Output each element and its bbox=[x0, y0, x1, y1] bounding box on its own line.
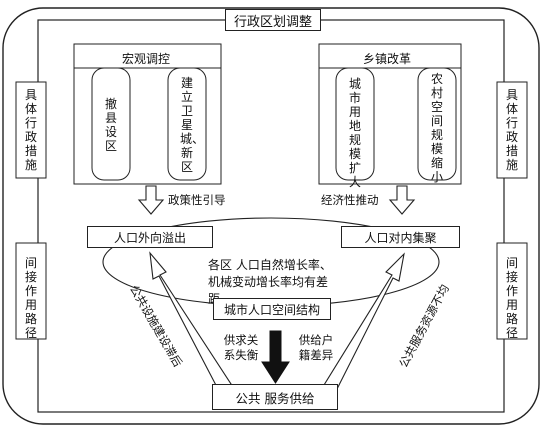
outer-frame bbox=[2, 7, 540, 425]
left-bottom-side-label: 间接作用路径 bbox=[24, 256, 37, 340]
macro-left-label: 撤县设区 bbox=[104, 97, 117, 153]
right-bottom-side-label: 间接作用路径 bbox=[505, 256, 518, 340]
outflow-box: 人口外向溢出 bbox=[87, 226, 213, 248]
macro-right-label: 建立卫星城、新区 bbox=[180, 76, 205, 174]
policy-guidance-label: 政策性引导 bbox=[168, 193, 226, 207]
outflow-label: 人口外向溢出 bbox=[113, 230, 186, 245]
supply-demand-label: 供求关系失衡 bbox=[223, 333, 259, 362]
left-diagonal-arrow bbox=[149, 251, 232, 392]
macro-title: 宏观调控 bbox=[122, 52, 171, 66]
economic-push-label: 经济性推动 bbox=[321, 193, 379, 207]
public-service-label: 公共 服务供给 bbox=[235, 390, 315, 406]
diagram-title: 行政区划调整 bbox=[233, 14, 312, 30]
side-box-left-top bbox=[15, 81, 47, 179]
town-title: 乡镇改革 bbox=[363, 52, 412, 66]
public-service-box: 公共 服务供给 bbox=[212, 384, 338, 410]
town-right-pill bbox=[417, 67, 457, 181]
side-box-right-top bbox=[496, 81, 528, 179]
policy-arrow bbox=[137, 185, 165, 215]
macro-right-pill bbox=[167, 67, 207, 181]
supply-household-label: 供给户籍差异 bbox=[298, 333, 334, 362]
center-up-arrow bbox=[261, 330, 290, 384]
structure-box: 城市人口空间结构 bbox=[213, 298, 331, 320]
inflow-label: 人口对内集聚 bbox=[364, 230, 437, 245]
structure-label: 城市人口空间结构 bbox=[223, 302, 320, 317]
town-group-box bbox=[318, 43, 462, 185]
macro-left-pill bbox=[91, 67, 131, 181]
economic-arrow bbox=[388, 185, 416, 215]
town-left-pill bbox=[335, 67, 375, 181]
town-right-label: 农村空间规模缩小 bbox=[430, 72, 443, 184]
town-left-label: 城市用地规模扩大 bbox=[348, 77, 361, 189]
right-top-side-label: 具体行政措施 bbox=[505, 88, 518, 172]
right-diagonal-arrow bbox=[323, 252, 405, 392]
macro-group-box bbox=[73, 43, 222, 185]
inflow-box: 人口对内集聚 bbox=[341, 226, 460, 248]
left-top-side-label: 具体行政措施 bbox=[24, 88, 37, 172]
side-box-left-bottom bbox=[15, 242, 47, 340]
side-box-right-bottom bbox=[496, 242, 528, 340]
title-box: 行政区划调整 bbox=[225, 9, 321, 31]
